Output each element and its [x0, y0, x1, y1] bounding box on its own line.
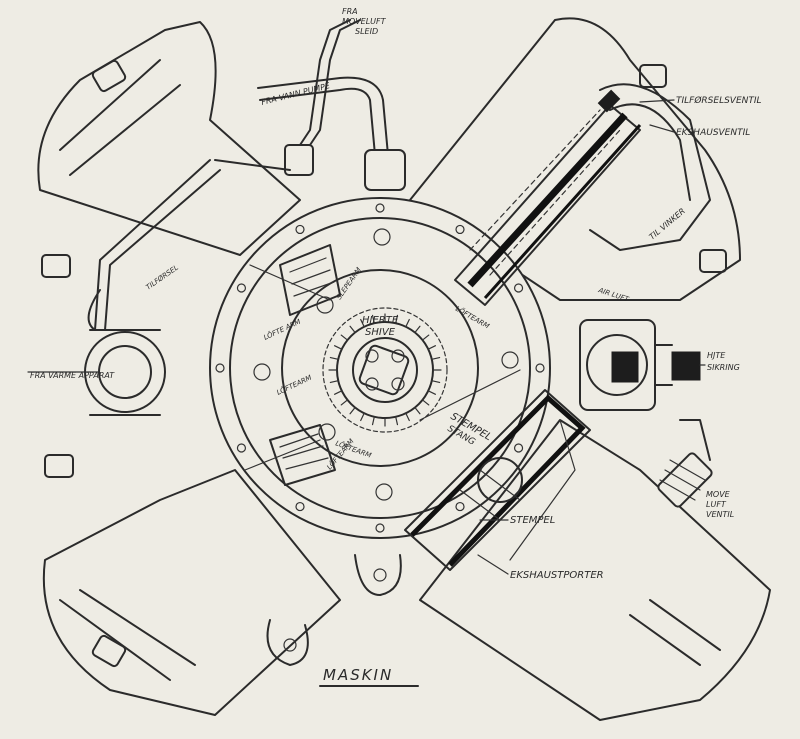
gear-tooth — [414, 406, 421, 415]
gear-tooth — [431, 380, 441, 384]
label-sleid: SLEID — [355, 27, 378, 36]
label-move: MOVE — [706, 490, 731, 499]
bolt-hole — [375, 203, 385, 213]
label-sikring: SIKRING — [707, 363, 740, 372]
label-hjte: HJTE — [707, 351, 726, 360]
leader-lines — [27, 99, 706, 575]
piston-assembly — [404, 389, 591, 571]
bolt-hole — [215, 363, 225, 373]
gear-tooth — [414, 325, 421, 334]
label-ekshausporter: EKSHAUSTPORTER — [510, 570, 604, 581]
gear-tooth — [360, 318, 365, 328]
gear-tooth — [333, 390, 343, 395]
gear-tooth — [340, 399, 349, 406]
gear-tooth — [405, 412, 410, 422]
gear-tooth — [349, 406, 356, 415]
gear-tooth — [421, 334, 430, 341]
label-fra-vannpumpe: FRA VANN PUMPE — [260, 81, 332, 107]
gear-tooth — [427, 390, 437, 395]
label-air: AIR LUFT — [596, 286, 630, 304]
label-fra-varmeapparat: FRA VARME APPARAT — [30, 371, 115, 380]
label-luft: LUFT — [706, 500, 727, 509]
gear-tooth — [431, 356, 441, 360]
label-til-vinker: TIL VINKER — [648, 206, 687, 241]
gear-tooth — [329, 380, 339, 384]
label-ekshausventil: EKSHAUSVENTIL — [676, 128, 750, 138]
bolt-hole — [455, 224, 465, 235]
bolt-hole — [513, 443, 524, 453]
right-hub — [579, 319, 701, 411]
bolt-hole — [535, 363, 545, 373]
bolt-hole — [236, 443, 247, 453]
gear-tooth — [371, 314, 375, 324]
bolt-hole — [375, 523, 385, 533]
cylinder-block — [37, 17, 771, 721]
gear-tooth — [360, 412, 365, 422]
crank-housing — [209, 197, 551, 539]
label-hjerte: HJERTE — [362, 315, 399, 326]
gear-tooth — [395, 416, 399, 426]
bolt-hole — [295, 501, 305, 512]
label-tilforselsventil: TILFØRSELSVENTIL — [676, 95, 762, 106]
gear-tooth — [329, 356, 339, 360]
bolt-hole — [236, 283, 247, 293]
label-stempel: STEMPEL — [510, 515, 555, 526]
label-shive: SHIVE — [365, 327, 396, 338]
label-fra: FRA — [342, 7, 358, 16]
gear-tooth — [371, 416, 375, 426]
bolt-hole — [513, 283, 524, 293]
bolt-hole — [455, 501, 465, 512]
gear-tooth — [405, 318, 410, 328]
bolt-hole — [295, 224, 305, 235]
label-ventil: VENTIL — [706, 510, 734, 519]
gear-tooth — [333, 345, 343, 350]
gear-tooth — [340, 334, 349, 341]
gear-tooth — [421, 399, 430, 406]
pipes — [94, 19, 713, 508]
label-tilforsel-pipe: TILFØRSEL — [145, 264, 180, 292]
diagram-title: MASKIN — [323, 666, 393, 684]
gear-tooth — [427, 345, 437, 350]
label-moveluft: MOVELUFT — [342, 17, 387, 26]
valve-assembly — [454, 83, 711, 306]
gear-tooth — [349, 325, 356, 334]
gear-tooth — [395, 314, 399, 324]
